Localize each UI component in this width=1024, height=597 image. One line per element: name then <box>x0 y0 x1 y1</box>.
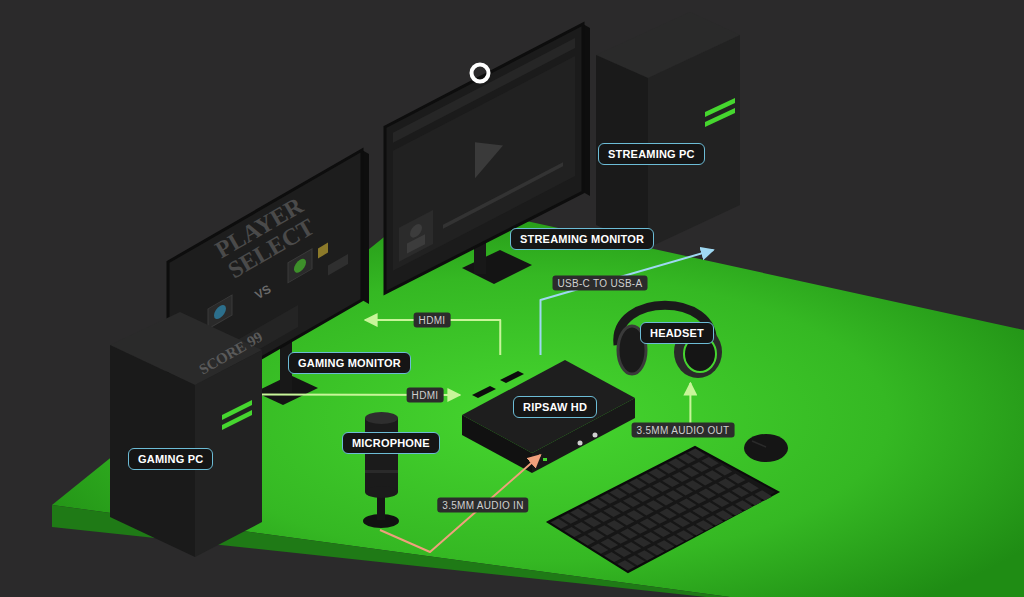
screen-title: PLAYER SELECT <box>205 190 324 287</box>
headset <box>618 305 722 378</box>
headset-label: HEADSET <box>640 322 714 344</box>
score-text: SCORE 99 <box>188 325 273 383</box>
pc-label: STREAMING PC <box>598 143 705 165</box>
monitor-label: GAMING MONITOR <box>288 352 411 374</box>
device-area: RIPSAW HD <box>460 355 635 455</box>
mouse <box>744 434 788 462</box>
cable-label: USB-C TO USB-A <box>553 276 648 291</box>
cable-label: HDMI <box>414 313 451 328</box>
keyboard-keys <box>551 449 772 571</box>
cable-label: 3.5MM AUDIO OUT <box>632 423 735 438</box>
cable <box>541 250 714 355</box>
streaming-pc <box>596 12 740 248</box>
microphone <box>363 412 399 528</box>
streaming-monitor <box>385 24 590 293</box>
device-area: MICROPHONE <box>340 410 420 530</box>
cable-label: HDMI <box>407 388 444 403</box>
cable <box>380 455 541 552</box>
key <box>755 490 773 500</box>
key <box>728 474 746 484</box>
capture-box <box>462 360 635 473</box>
monitor-label: STREAMING MONITOR <box>510 228 654 250</box>
device-area: STREAMING PC <box>595 15 743 250</box>
mic-label: MICROPHONE <box>342 432 440 454</box>
key <box>715 465 733 475</box>
cable-label: 3.5MM AUDIO IN <box>437 498 528 513</box>
device-area: HEADSET <box>612 298 724 383</box>
key <box>741 482 759 492</box>
keyboard <box>548 447 778 572</box>
key <box>688 449 706 459</box>
device-area: STREAMING MONITOR <box>385 20 585 270</box>
device-label: RIPSAW HD <box>513 396 597 418</box>
pc-label: GAMING PC <box>128 448 213 470</box>
screen-text: VS <box>247 279 279 304</box>
key <box>701 457 719 467</box>
